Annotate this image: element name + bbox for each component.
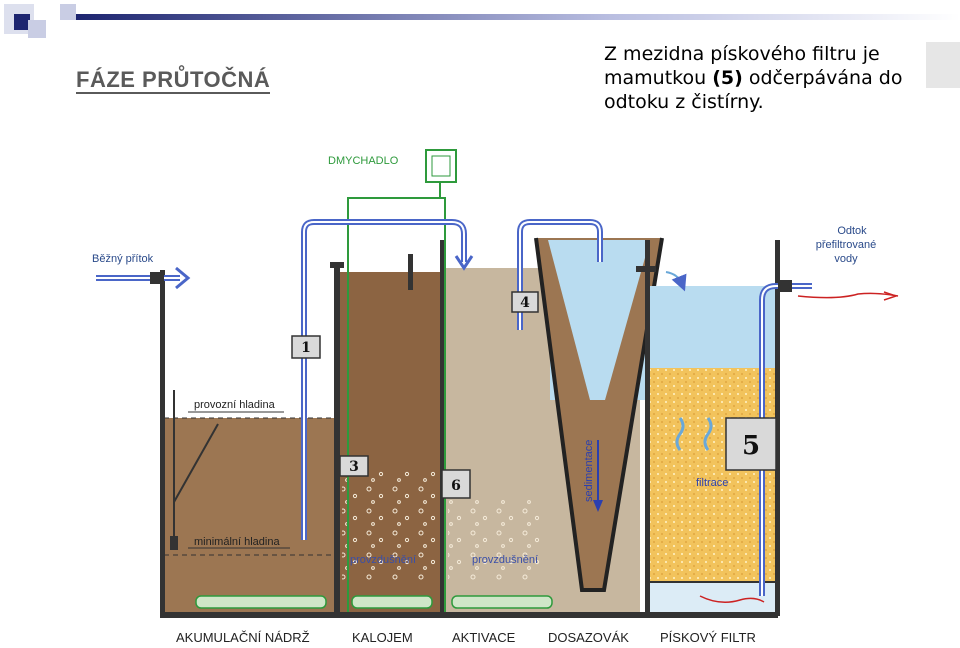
outflow-label-2: přefiltrované bbox=[816, 239, 877, 251]
tank-label-settler: DOSAZOVÁK bbox=[548, 630, 629, 645]
activation-bubbles bbox=[448, 500, 548, 580]
pump-4-number: 4 bbox=[520, 295, 530, 311]
header-decoration bbox=[0, 0, 960, 88]
slide-caption: Z mezidna pískového filtru je mamutkou (… bbox=[604, 42, 934, 114]
annotation-red-2 bbox=[699, 595, 765, 603]
aerators bbox=[195, 595, 553, 609]
pump-5-number: 5 bbox=[742, 431, 760, 461]
sludge-bubbles bbox=[342, 470, 438, 580]
outflow-label-3: vody bbox=[834, 253, 858, 265]
outflow-label-1: Odtok bbox=[837, 225, 867, 237]
sedimentation-label: sedimentace bbox=[583, 440, 595, 502]
wall-4 bbox=[775, 240, 780, 616]
filtration-label: filtrace bbox=[696, 477, 728, 489]
floor bbox=[160, 612, 778, 618]
filter-clear-water bbox=[650, 286, 775, 368]
aeration-label-1: provzdušnění bbox=[350, 554, 416, 566]
pump-6-number: 6 bbox=[451, 478, 461, 494]
pump-number-boxes bbox=[291, 291, 777, 499]
aeration-label-2: provzdušnění bbox=[472, 554, 538, 566]
wall-1 bbox=[334, 262, 340, 616]
pump-1-number: 1 bbox=[301, 340, 311, 356]
accumulation-water bbox=[164, 418, 334, 612]
sand-bed bbox=[650, 368, 775, 582]
settler-cone bbox=[536, 238, 662, 590]
caption-text-2: odčerpávána do odtoku z čistírny. bbox=[604, 67, 903, 113]
air-line bbox=[347, 197, 446, 612]
caption-bold: (5) bbox=[712, 67, 743, 89]
blower-label: DMYCHADLO bbox=[328, 155, 399, 167]
page-title: FÁZE PRŮTOČNÁ bbox=[76, 67, 271, 94]
pump-3-number: 3 bbox=[349, 459, 359, 475]
tank-label-activation: AKTIVACE bbox=[452, 630, 516, 645]
tank-label-accumulation: AKUMULAČNÍ NÁDRŽ bbox=[176, 630, 310, 645]
blower-box bbox=[425, 149, 457, 183]
wall-3 bbox=[645, 240, 650, 616]
annotation-red-1 bbox=[797, 292, 899, 299]
operating-level-label: provozní hladina bbox=[194, 399, 276, 411]
tank-label-sludge: KALOJEM bbox=[352, 630, 413, 645]
wall-2 bbox=[440, 240, 445, 616]
tank-label-filter: PÍSKOVÝ FILTR bbox=[660, 630, 756, 645]
filter-underdrain bbox=[650, 582, 775, 612]
accumulation-wall-left bbox=[160, 270, 165, 616]
caption-text-1: Z mezidna pískového filtru je mamutkou bbox=[604, 43, 880, 89]
inflow-label: Běžný přítok bbox=[92, 253, 154, 265]
minimum-level-label: minimální hladina bbox=[194, 536, 280, 548]
